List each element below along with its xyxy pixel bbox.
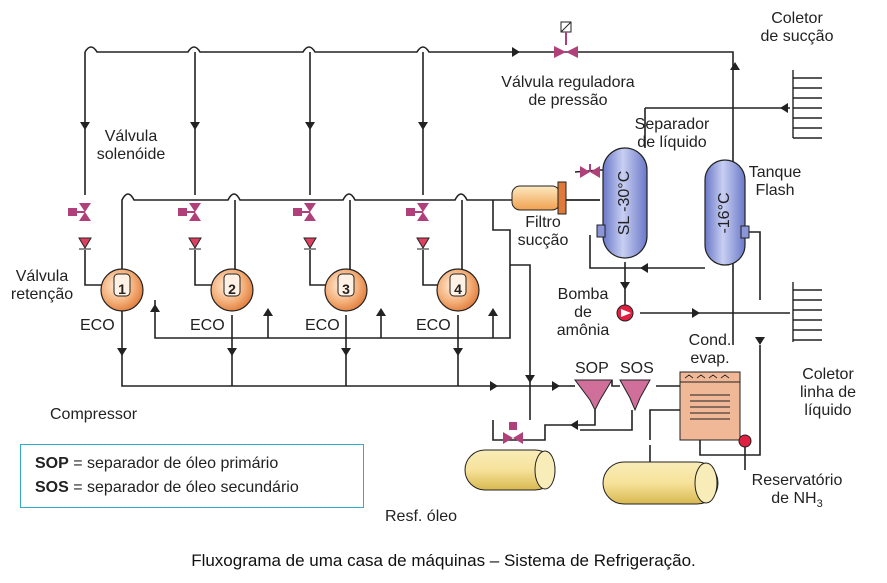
oil-cooler-tank: [464, 449, 556, 491]
check-valves: [78, 237, 430, 250]
legend-row: SOP = separador de óleo primário: [35, 455, 279, 472]
nh3-reservoir-tank: [602, 461, 719, 505]
solenoid-valve: [293, 203, 316, 221]
eco-label: ECO: [305, 317, 340, 334]
reservoir-label: Reservatório de NH3: [751, 472, 843, 511]
suction-filter: [511, 181, 567, 215]
oil-separators: [574, 379, 651, 412]
compressors: [100, 268, 480, 312]
compressor-number: 2: [228, 281, 236, 297]
evaporative-condenser-label: Cond.evap.: [688, 332, 732, 367]
compressor-label: Compressor: [50, 406, 138, 423]
solenoid-valve: [68, 203, 91, 221]
suction-collector: [792, 70, 822, 139]
legend-row: SOS = separador de óleo secundário: [35, 479, 299, 496]
solenoid-valve: [406, 203, 429, 221]
oil-cooler-valve: [503, 422, 523, 444]
sos-label: SOS: [620, 360, 654, 377]
liquid-line-collector: [792, 282, 822, 342]
separator-outlet-valve: [580, 164, 600, 178]
sop-label: SOP: [575, 360, 609, 377]
eco-label: ECO: [416, 317, 451, 334]
liquid-separator-vessel: [596, 147, 648, 259]
eco-label: ECO: [190, 317, 225, 334]
ammonia-pump: [616, 304, 634, 322]
separator-temperature-label: SL -30°C: [616, 170, 633, 236]
eco-label: ECO: [80, 317, 115, 334]
flow-arrows: [80, 47, 788, 430]
legend-box: SOP = separador de óleo primário SOS = s…: [20, 444, 364, 508]
piping: [84, 46, 790, 476]
figure-caption: Fluxograma de uma casa de máquinas – Sis…: [191, 551, 696, 570]
evaporative-condenser: [679, 371, 752, 448]
solenoid-valves: [68, 203, 429, 221]
flash-tank-vessel: [704, 159, 750, 266]
flash-temperature-label: -16°C: [716, 192, 733, 234]
compressor-number: 3: [342, 281, 350, 297]
compressor-number: 4: [454, 281, 462, 297]
compressor-number: 1: [118, 281, 126, 297]
solenoid-valve: [178, 203, 201, 221]
oil-cooler-label: Resf. óleo: [385, 508, 458, 525]
pressure-regulator-valve: [554, 21, 578, 58]
